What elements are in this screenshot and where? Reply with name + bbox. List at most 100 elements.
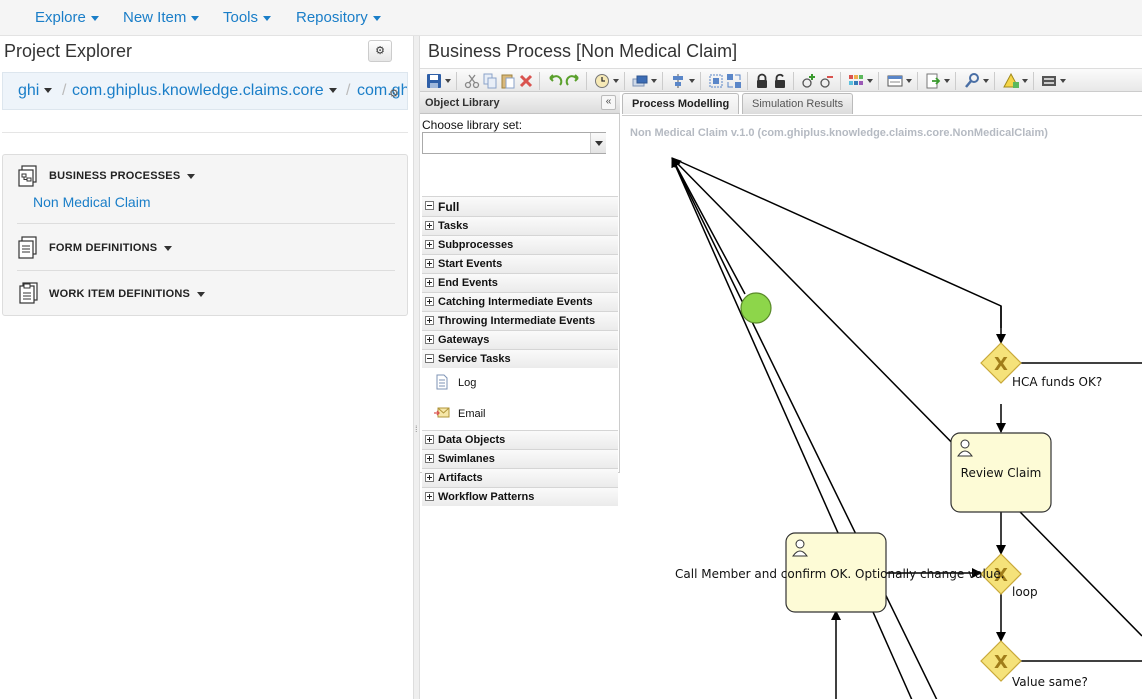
- section-title-business-processes[interactable]: BUSINESS PROCESSES: [49, 170, 196, 182]
- task-call-member[interactable]: [785, 532, 887, 613]
- tab-simulation-results[interactable]: Simulation Results: [742, 93, 854, 114]
- caret-down-icon[interactable]: [867, 79, 873, 83]
- caret-down-icon[interactable]: [983, 79, 989, 83]
- library-group-full[interactable]: Full: [422, 196, 618, 216]
- object-library-title: Object Library: [425, 97, 500, 109]
- wrench-icon[interactable]: [964, 73, 980, 89]
- library-category-service-tasks[interactable]: Service Tasks: [422, 349, 618, 368]
- library-item-email[interactable]: Email: [422, 399, 618, 429]
- color-palette-icon[interactable]: [848, 73, 864, 89]
- library-category-gateways[interactable]: Gateways: [422, 330, 618, 349]
- expand-icon[interactable]: [425, 297, 434, 306]
- library-category-swimlanes[interactable]: Swimlanes: [422, 449, 618, 468]
- caret-down-icon[interactable]: [445, 79, 451, 83]
- align-icon[interactable]: [670, 73, 686, 89]
- caret-down-icon[interactable]: [689, 79, 695, 83]
- task-review-claim[interactable]: Review Claim: [950, 432, 1052, 513]
- breadcrumb-repo[interactable]: com.ghiplus.knowledge.claims.core: [72, 82, 337, 100]
- gateway-x-marker: X: [994, 652, 1008, 673]
- library-category-start-events[interactable]: Start Events: [422, 254, 618, 273]
- sequence-flow[interactable]: [671, 157, 913, 699]
- expand-icon[interactable]: [425, 316, 434, 325]
- library-category-end-events[interactable]: End Events: [422, 273, 618, 292]
- chevron-down-icon[interactable]: [590, 133, 606, 153]
- library-category-throwing-intermediate-events[interactable]: Throwing Intermediate Events: [422, 311, 618, 330]
- expand-icon[interactable]: [425, 473, 434, 482]
- library-category-data-objects[interactable]: Data Objects: [422, 430, 618, 449]
- caret-down-icon[interactable]: [944, 79, 950, 83]
- undo-icon[interactable]: [547, 73, 563, 89]
- expand-icon[interactable]: [425, 435, 434, 444]
- caret-down-icon[interactable]: [906, 79, 912, 83]
- section-title-work-item-definitions[interactable]: WORK ITEM DEFINITIONS: [49, 288, 206, 300]
- sequence-flow[interactable]: [671, 157, 1002, 328]
- section-title-form-definitions[interactable]: FORM DEFINITIONS: [49, 242, 173, 254]
- caret-down-icon[interactable]: [1060, 79, 1066, 83]
- nav-tools[interactable]: Tools: [223, 9, 272, 26]
- remove-docker-icon[interactable]: [819, 73, 835, 89]
- group-icon[interactable]: [708, 73, 724, 89]
- validate-icon[interactable]: [1003, 73, 1019, 89]
- process-link-non-medical-claim[interactable]: Non Medical Claim: [33, 194, 151, 210]
- nav-new-item[interactable]: New Item: [123, 9, 200, 26]
- process-icon: [18, 165, 37, 187]
- document-icon: [436, 374, 448, 390]
- gateway-hca-funds[interactable]: X: [980, 342, 1022, 384]
- caret-down-icon[interactable]: [651, 79, 657, 83]
- paste-icon[interactable]: [500, 73, 516, 89]
- unlock-icon[interactable]: [772, 73, 788, 89]
- expand-icon[interactable]: [425, 278, 434, 287]
- toolbar-separator: [662, 72, 663, 90]
- simulation-icon[interactable]: [1041, 73, 1057, 89]
- toolbar-separator: [700, 72, 701, 90]
- delete-icon[interactable]: [518, 73, 534, 89]
- cut-icon[interactable]: [464, 73, 480, 89]
- clock-icon[interactable]: [594, 73, 610, 89]
- library-category-workflow-patterns[interactable]: Workflow Patterns: [422, 487, 618, 506]
- start-event[interactable]: [740, 292, 772, 324]
- caret-down-icon: [164, 245, 173, 251]
- caret-down-icon[interactable]: [1022, 79, 1028, 83]
- ungroup-icon[interactable]: [726, 73, 742, 89]
- library-category-subprocesses[interactable]: Subprocesses: [422, 235, 618, 254]
- nav-explore[interactable]: Explore: [35, 9, 99, 26]
- sequence-flow[interactable]: [671, 157, 746, 295]
- panel-splitter[interactable]: ⁞: [413, 36, 420, 699]
- expand-icon[interactable]: [425, 240, 434, 249]
- library-category-catching-intermediate-events[interactable]: Catching Intermediate Events: [422, 292, 618, 311]
- caret-down-icon[interactable]: [613, 79, 619, 83]
- library-item-log[interactable]: Log: [422, 368, 618, 398]
- settings-small-icon[interactable]: ⚙: [389, 88, 399, 100]
- add-docker-icon[interactable]: [801, 73, 817, 89]
- process-canvas[interactable]: Non Medical Claim v.1.0 (com.ghiplus.kno…: [622, 115, 1142, 699]
- gateway-loop[interactable]: X: [980, 553, 1022, 595]
- save-icon[interactable]: [426, 73, 442, 89]
- settings-button[interactable]: ⚙: [368, 40, 392, 62]
- sequence-flow[interactable]: [671, 157, 1142, 637]
- expand-icon[interactable]: [425, 492, 434, 501]
- gateway-value-same[interactable]: X: [980, 640, 1022, 682]
- view-icon[interactable]: [887, 73, 903, 89]
- lock-icon[interactable]: [754, 73, 770, 89]
- expand-icon[interactable]: [425, 335, 434, 344]
- expand-icon[interactable]: [425, 221, 434, 230]
- breadcrumb-org[interactable]: ghi: [18, 82, 53, 100]
- collapse-icon[interactable]: [425, 201, 434, 210]
- export-icon[interactable]: [925, 73, 941, 89]
- library-set-select[interactable]: [422, 132, 606, 154]
- library-category-artifacts[interactable]: Artifacts: [422, 468, 618, 487]
- bring-front-icon[interactable]: [632, 73, 648, 89]
- nav-repository[interactable]: Repository: [296, 9, 381, 26]
- library-category-tasks[interactable]: Tasks: [422, 216, 618, 235]
- breadcrumb-project[interactable]: com.ghi: [357, 82, 408, 99]
- collapse-icon[interactable]: [425, 354, 434, 363]
- copy-icon[interactable]: [482, 73, 498, 89]
- expand-icon[interactable]: [425, 454, 434, 463]
- sequence-flow[interactable]: [671, 157, 938, 699]
- collapse-panel-button[interactable]: «: [601, 95, 616, 110]
- tab-process-modelling[interactable]: Process Modelling: [622, 93, 740, 114]
- business-process-editor: Business Process [Non Medical Claim]: [420, 36, 1142, 699]
- redo-icon[interactable]: [565, 73, 581, 89]
- expand-icon[interactable]: [425, 259, 434, 268]
- user-icon: [792, 539, 808, 557]
